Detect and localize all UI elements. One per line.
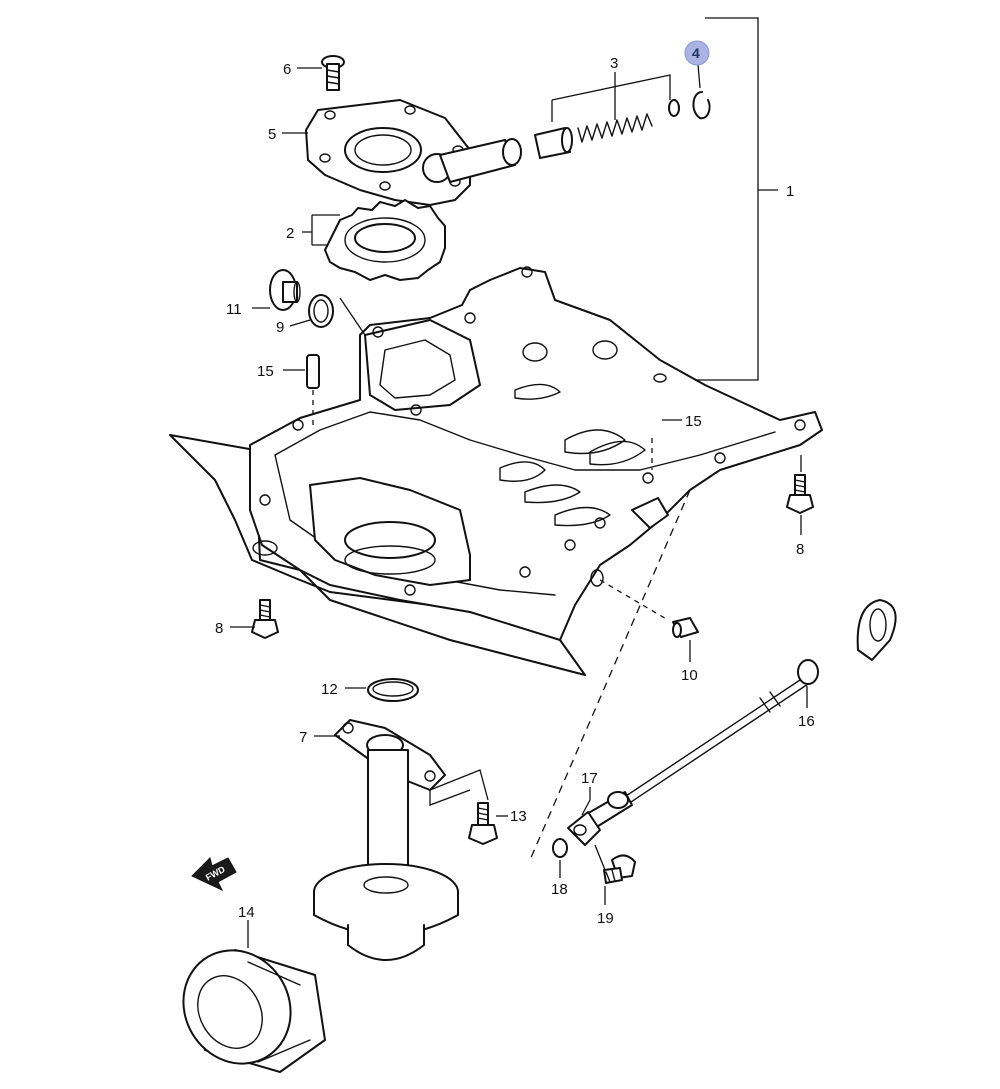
callout-14[interactable]: 14 [238,904,255,921]
highlight-marker [684,40,710,66]
drain-plug[interactable] [269,269,301,311]
callout-15-right[interactable]: 15 [685,413,702,430]
callout-19[interactable]: 19 [597,910,614,927]
callout-1[interactable]: 1 [786,183,794,200]
callout-7[interactable]: 7 [299,729,307,746]
callout-2[interactable]: 2 [286,225,294,242]
callout-4[interactable]: 4 [692,45,700,61]
dowel-pin-left[interactable] [306,354,320,389]
flange-bolt-left[interactable] [251,599,279,639]
relief-spring[interactable] [577,113,653,143]
callout-8-right[interactable]: 8 [796,541,804,558]
dipstick-guide[interactable] [567,791,633,846]
strainer-bolt[interactable] [468,802,498,845]
callout-17[interactable]: 17 [581,770,598,787]
oil-pump-housing[interactable] [305,99,522,206]
callout-10[interactable]: 10 [681,667,698,684]
callout-5[interactable]: 5 [268,126,276,143]
callout-11[interactable]: 11 [226,301,242,318]
plug-gasket[interactable] [308,294,334,328]
callout-16[interactable]: 16 [798,713,815,730]
fwd-arrow-icon: FWD [191,857,237,892]
callout-labels: 1 2 3 4 5 6 7 8 8 9 10 11 12 13 14 15 15… [215,45,815,927]
relief-washer[interactable] [668,99,680,117]
dowel-sleeve[interactable] [672,617,699,638]
oil-filter[interactable] [163,931,326,1083]
callout-6[interactable]: 6 [283,61,291,78]
callout-18[interactable]: 18 [551,881,568,898]
strainer-o-ring[interactable] [367,678,419,702]
callout-15-left[interactable]: 15 [257,363,274,380]
guide-o-ring[interactable] [552,838,568,858]
leader-lines [230,17,808,948]
oil-pan-body[interactable] [169,266,823,676]
callout-13[interactable]: 13 [510,808,527,825]
circlip[interactable] [692,91,711,120]
relief-valve-plunger[interactable] [534,127,573,159]
oil-strainer[interactable] [313,719,459,961]
callout-12[interactable]: 12 [321,681,338,698]
pump-bolt[interactable] [321,55,345,91]
callout-9[interactable]: 9 [276,319,284,336]
guide-bolt[interactable] [603,854,636,884]
callout-8-left[interactable]: 8 [215,620,223,637]
callout-3[interactable]: 3 [610,55,618,72]
oil-level-dipstick[interactable] [619,599,897,807]
oil-pump-rotor[interactable] [324,199,446,281]
flange-bolt-right[interactable] [786,474,814,514]
